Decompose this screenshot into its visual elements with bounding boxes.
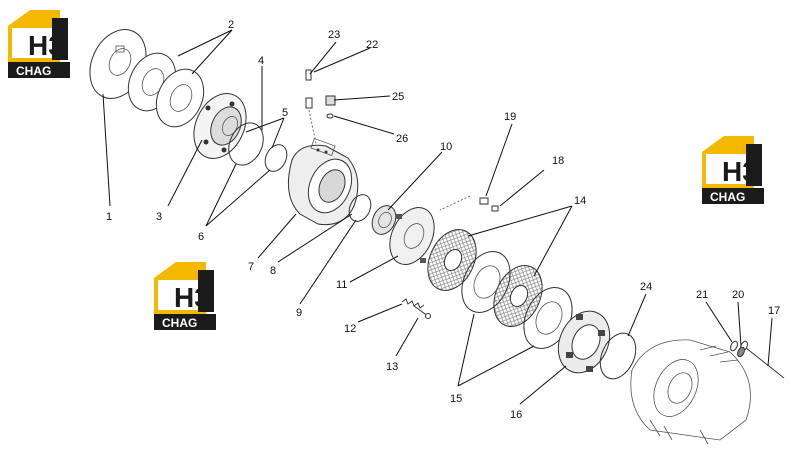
- logo-word-text: CHAG: [710, 190, 745, 204]
- callout-labels: 1 2 3 4 5 6 7 8 9 10 11 12 13 14 15 16 1…: [106, 19, 780, 421]
- callout-23: 23: [328, 29, 340, 41]
- callout-14: 14: [574, 195, 586, 207]
- part-12-spring: [401, 298, 425, 309]
- part-24-snap-ring: [599, 332, 637, 380]
- logo-mark-text: H3: [722, 156, 758, 187]
- part-2-washers: [127, 52, 205, 128]
- gearbox-housing: [630, 339, 751, 445]
- callout-7: 7: [248, 261, 254, 273]
- part-22-23-25-26-fittings: [305, 69, 336, 145]
- callout-19: 19: [504, 111, 516, 123]
- logo-right: H3 CHAG: [702, 136, 764, 204]
- callout-18: 18: [552, 155, 564, 167]
- callout-4: 4: [258, 55, 264, 67]
- part-8-9-seals: [348, 194, 397, 235]
- callout-24: 24: [640, 281, 652, 293]
- part-4-6-orings: [228, 122, 288, 172]
- part-11-piston: [389, 207, 435, 265]
- callout-25: 25: [392, 91, 404, 103]
- callout-21: 21: [696, 289, 708, 301]
- logo-middle-left: H3 CHAG: [154, 262, 216, 330]
- part-18-19-plugs: [439, 195, 499, 212]
- callout-15: 15: [450, 393, 462, 405]
- part-3-flange-hub: [193, 93, 247, 159]
- leader-lines: [102, 29, 773, 405]
- part-7-housing: [287, 138, 359, 226]
- callout-5: 5: [282, 107, 288, 119]
- callout-17: 17: [768, 305, 780, 317]
- logo-mark-text: H3: [28, 30, 64, 61]
- callout-3: 3: [156, 211, 162, 223]
- part-20-21-washers: [730, 340, 745, 358]
- callout-9: 9: [296, 307, 302, 319]
- part-17-bolt: [740, 340, 785, 379]
- part-14-friction-discs: [427, 229, 543, 327]
- part-13-pin: [413, 305, 431, 319]
- callout-1: 1: [106, 211, 112, 223]
- logo-mark-text: H3: [174, 282, 210, 313]
- callout-6: 6: [198, 231, 204, 243]
- callout-8: 8: [270, 265, 276, 277]
- callout-12: 12: [344, 323, 356, 335]
- callout-20: 20: [732, 289, 744, 301]
- callout-13: 13: [386, 361, 398, 373]
- callout-26: 26: [396, 133, 408, 145]
- callout-10: 10: [440, 141, 452, 153]
- callout-2: 2: [228, 19, 234, 31]
- callout-22: 22: [366, 39, 378, 51]
- logo-word-text: CHAG: [16, 64, 51, 78]
- logo-word-text: CHAG: [162, 316, 197, 330]
- logo-top-left: H3 CHAG: [8, 10, 70, 78]
- callout-16: 16: [510, 409, 522, 421]
- part-16-pressure-plate: [557, 310, 611, 374]
- callout-11: 11: [336, 279, 347, 291]
